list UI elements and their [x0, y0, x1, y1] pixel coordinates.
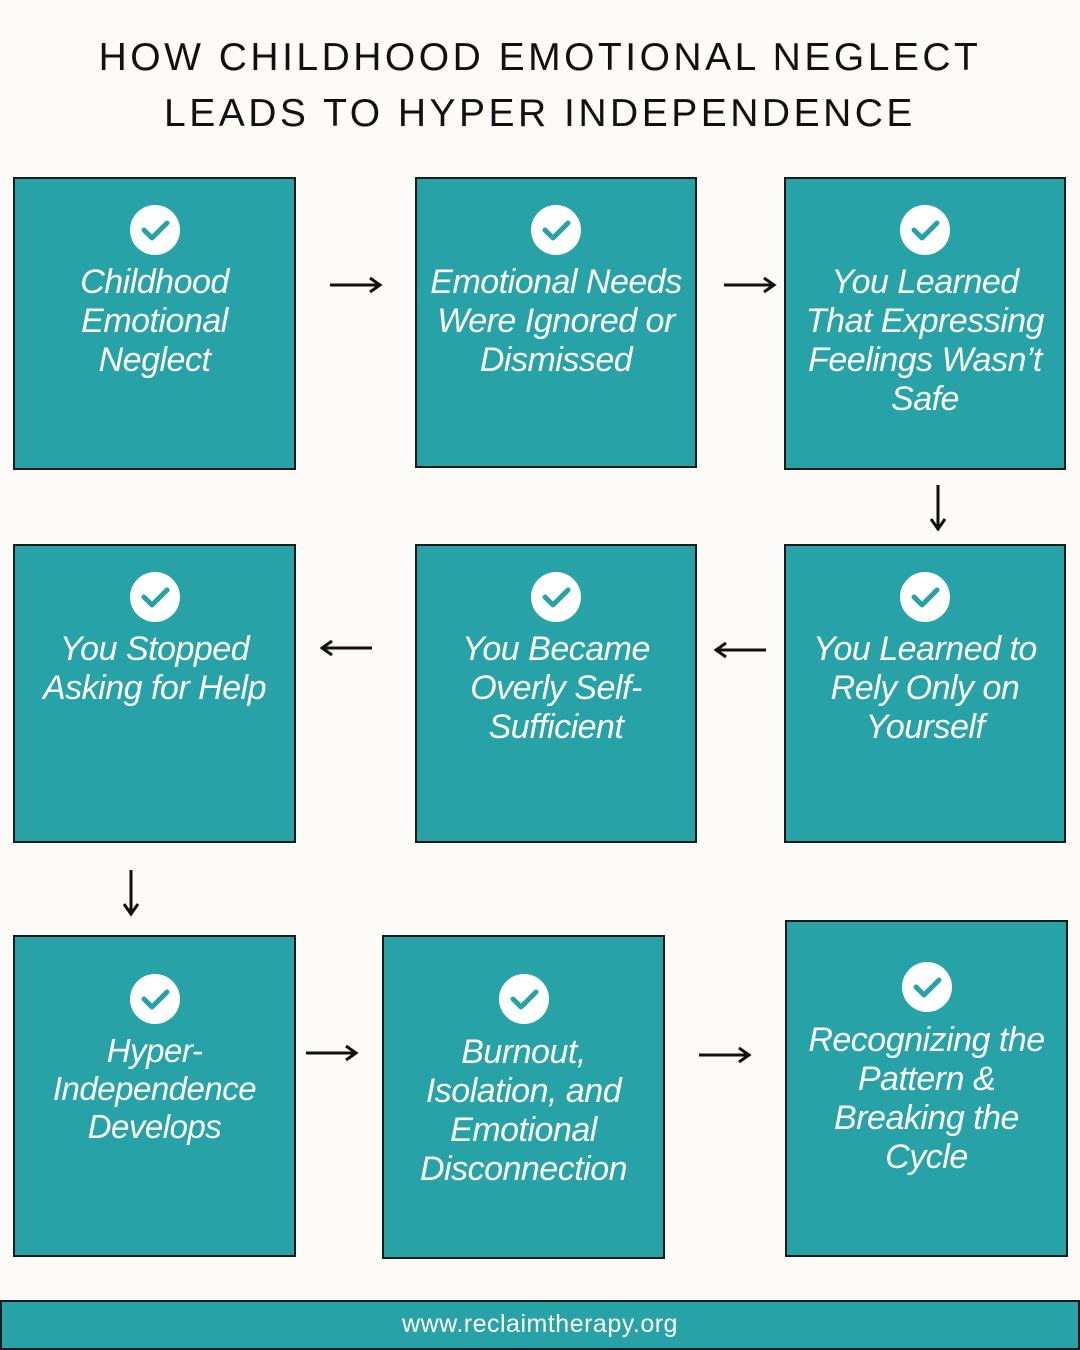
step-box-3: You Learned That Expressing Feelings Was…	[784, 177, 1066, 470]
title-line-1: HOW CHILDHOOD EMOTIONAL NEGLECT	[98, 36, 982, 79]
step-label: Childhood Emotional Neglect	[80, 263, 229, 379]
arrow-right-icon	[330, 276, 383, 294]
arrow-right-icon	[306, 1044, 359, 1062]
step-box-6: You Stopped Asking for Help	[13, 544, 296, 843]
check-circle-icon	[129, 974, 180, 1024]
step-label: You Stopped Asking for Help	[42, 630, 267, 707]
title-line-2: LEADS TO HYPER INDEPENDENCE	[164, 92, 916, 135]
check-circle-icon	[900, 205, 950, 255]
footer-url[interactable]: www.reclaimtherapy.org	[0, 1300, 1080, 1350]
page-title: HOW CHILDHOOD EMOTIONAL NEGLECT LEADS TO…	[0, 30, 1080, 142]
step-box-2: Emotional Needs Were Ignored or Dismisse…	[415, 177, 697, 468]
step-label: Hyper-Independence Develops	[52, 1032, 257, 1145]
step-label: Emotional Needs Were Ignored or Dismisse…	[430, 263, 682, 379]
step-label: Recognizing the Pattern & Breaking the C…	[808, 1021, 1045, 1176]
check-circle-icon	[498, 974, 549, 1024]
step-label: You Learned That Expressing Feelings Was…	[805, 263, 1045, 418]
step-label: You Learned to Rely Only on Yourself	[813, 630, 1037, 746]
arrow-left-icon	[320, 639, 372, 657]
arrow-down-icon	[122, 870, 140, 917]
step-box-4: You Learned to Rely Only on Yourself	[784, 544, 1066, 843]
check-circle-icon	[129, 572, 180, 622]
arrow-right-icon	[699, 1046, 752, 1064]
step-box-8: Burnout, Isolation, and Emotional Discon…	[382, 935, 665, 1259]
step-box-9: Recognizing the Pattern & Breaking the C…	[785, 920, 1068, 1257]
arrow-down-icon	[929, 485, 947, 532]
arrow-left-icon	[714, 641, 766, 659]
check-circle-icon	[900, 572, 950, 622]
step-box-1: Childhood Emotional Neglect	[13, 177, 296, 470]
arrow-right-icon	[724, 276, 777, 294]
step-box-7: Hyper-Independence Develops	[13, 935, 296, 1257]
check-circle-icon	[129, 205, 180, 255]
step-box-5: You Became Overly Self-Sufficient	[415, 544, 697, 843]
step-label: You Became Overly Self-Sufficient	[462, 630, 650, 746]
check-circle-icon	[531, 205, 581, 255]
step-label: Burnout, Isolation, and Emotional Discon…	[419, 1033, 628, 1188]
check-circle-icon	[531, 572, 581, 622]
check-circle-icon	[901, 962, 952, 1012]
